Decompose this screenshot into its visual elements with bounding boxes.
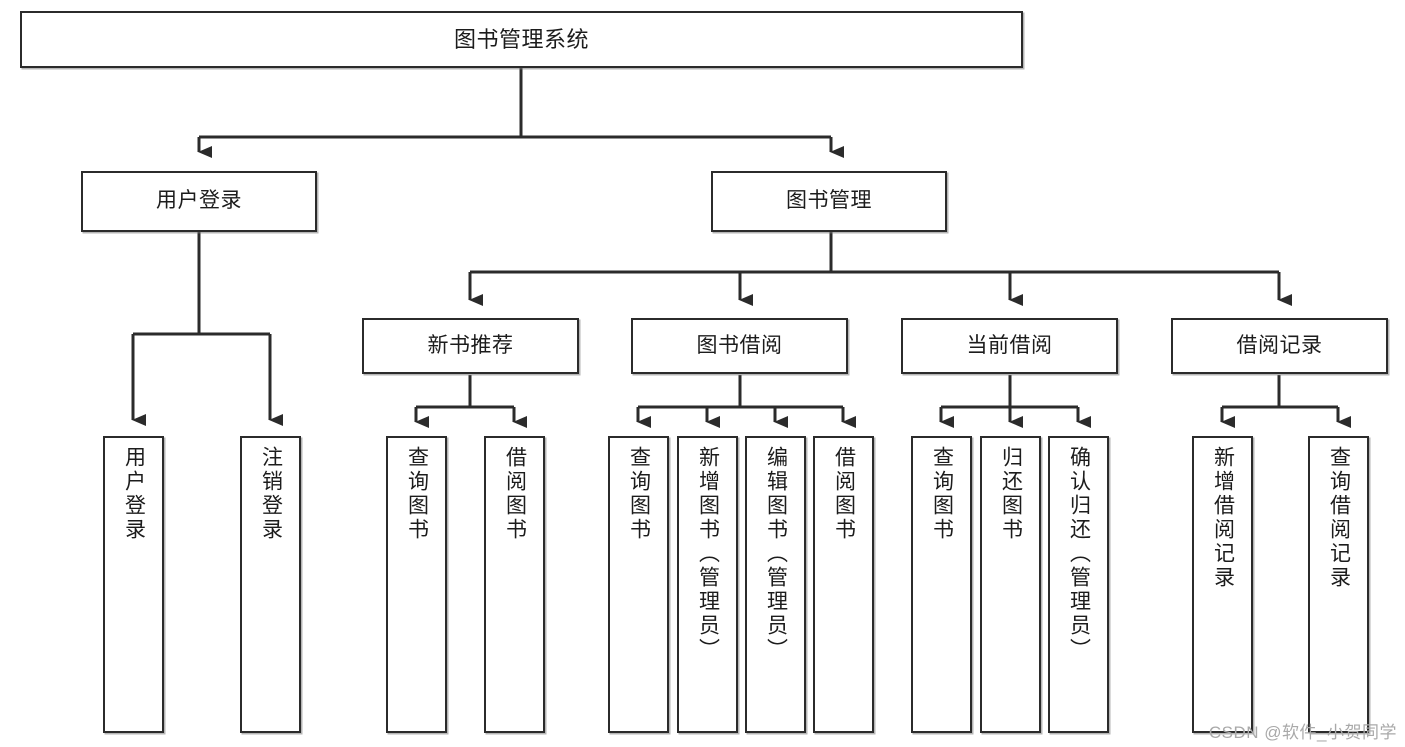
leaf-borrow-book-2-label: 借阅图书: [832, 446, 856, 542]
leaf-query-book-3-label: 查询图书: [930, 446, 954, 542]
leaf-query-borrow-record[interactable]: 查询借阅记录: [1308, 436, 1369, 733]
node-root-label: 图书管理系统: [453, 26, 589, 52]
leaf-query-book-1[interactable]: 查询图书: [386, 436, 447, 733]
node-user-login-label: 用户登录: [156, 189, 242, 213]
leaf-add-borrow-record[interactable]: 新增借阅记录: [1192, 436, 1253, 733]
node-root[interactable]: 图书管理系统: [20, 11, 1023, 68]
leaf-confirm-return-admin[interactable]: 确认归还（管理员）: [1048, 436, 1109, 733]
node-new-book-recommend[interactable]: 新书推荐: [362, 318, 579, 374]
leaf-user-login-label: 用户登录: [122, 446, 146, 542]
leaf-add-book-admin[interactable]: 新增图书（管理员）: [677, 436, 738, 733]
leaf-edit-book-admin[interactable]: 编辑图书（管理员）: [745, 436, 806, 733]
node-book-manage-label: 图书管理: [786, 189, 872, 213]
node-borrow-record-label: 借阅记录: [1236, 333, 1323, 357]
node-current-borrow[interactable]: 当前借阅: [901, 318, 1118, 374]
node-new-book-recommend-label: 新书推荐: [427, 333, 514, 357]
leaf-query-borrow-record-label: 查询借阅记录: [1327, 446, 1351, 590]
leaf-add-borrow-record-label: 新增借阅记录: [1211, 446, 1235, 590]
leaf-return-book-label: 归还图书: [999, 446, 1023, 542]
leaf-borrow-book-1-label: 借阅图书: [503, 446, 527, 542]
node-user-login[interactable]: 用户登录: [81, 171, 317, 232]
leaf-query-book-3[interactable]: 查询图书: [911, 436, 972, 733]
leaf-borrow-book-1[interactable]: 借阅图书: [484, 436, 545, 733]
leaf-logout-login[interactable]: 注销登录: [240, 436, 301, 733]
node-current-borrow-label: 当前借阅: [966, 333, 1053, 357]
leaf-user-login[interactable]: 用户登录: [103, 436, 164, 733]
watermark: CSDN @软件_小贺同学: [1208, 723, 1397, 742]
leaf-query-book-1-label: 查询图书: [405, 446, 429, 542]
node-book-borrow[interactable]: 图书借阅: [631, 318, 848, 374]
leaf-return-book[interactable]: 归还图书: [980, 436, 1041, 733]
leaf-edit-book-admin-label: 编辑图书（管理员）: [764, 446, 788, 662]
node-borrow-record[interactable]: 借阅记录: [1171, 318, 1388, 374]
leaf-borrow-book-2[interactable]: 借阅图书: [813, 436, 874, 733]
leaf-logout-login-label: 注销登录: [259, 446, 283, 542]
leaf-query-book-2-label: 查询图书: [627, 446, 651, 542]
leaf-confirm-return-admin-label: 确认归还（管理员）: [1067, 446, 1091, 662]
leaf-query-book-2[interactable]: 查询图书: [608, 436, 669, 733]
node-book-manage[interactable]: 图书管理: [711, 171, 947, 232]
node-book-borrow-label: 图书借阅: [696, 333, 783, 357]
leaf-add-book-admin-label: 新增图书（管理员）: [696, 446, 720, 662]
